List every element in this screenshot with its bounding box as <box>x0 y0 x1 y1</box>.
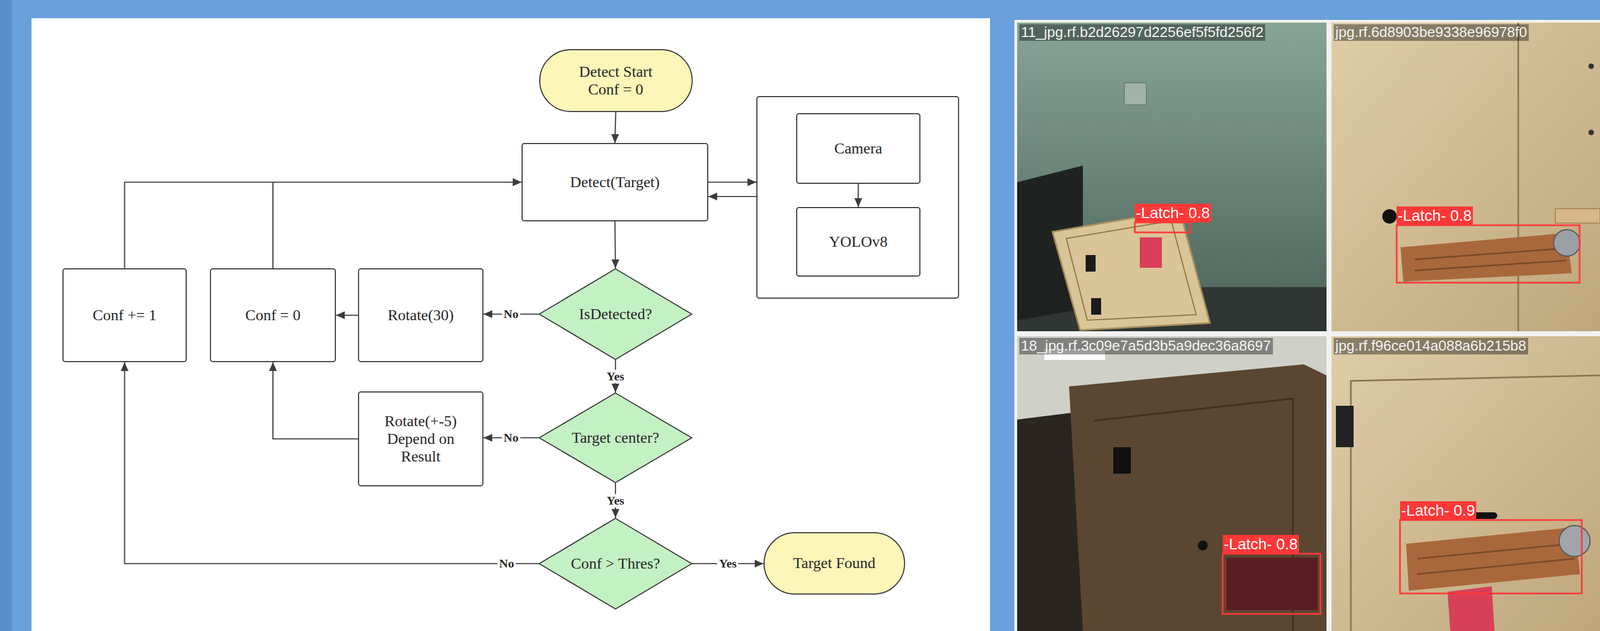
process-box: Conf += 1 <box>62 268 187 363</box>
process-box: Camera <box>796 113 921 184</box>
detection-label: -Latch- 0.8 <box>1134 203 1212 223</box>
dowel-grain <box>1414 248 1564 260</box>
knob <box>1382 209 1397 224</box>
detection-box <box>1134 222 1191 233</box>
file-name: 11_jpg.rf.b2d26297d2256ef5f5fd256f2 <box>1019 24 1266 41</box>
hinge <box>1091 298 1102 315</box>
photo-background <box>1017 336 1327 631</box>
node-text: Camera <box>834 139 883 158</box>
hinge <box>1335 406 1354 448</box>
node-text: Detect(Target) <box>570 173 660 192</box>
photo-tile <box>1331 22 1600 332</box>
decision-diamond: Target center? <box>538 392 693 484</box>
process-box: Rotate(+-5) Depend on Result <box>358 391 484 487</box>
door-frame <box>1350 375 1600 631</box>
dowel <box>1406 527 1581 592</box>
flow-connector <box>335 314 359 317</box>
diamond-shape <box>539 393 692 483</box>
detection-label: -Latch- 0.8 <box>1222 535 1299 555</box>
edge-label: Yes <box>717 557 739 571</box>
file-name: jpg.rf.f96ce014a088a6b215b8 <box>1333 338 1529 355</box>
node-text: Conf = 0 <box>245 306 301 325</box>
node-text: Conf > Thres? <box>570 555 660 573</box>
photo-frame <box>1014 19 1600 631</box>
flow-connector <box>708 196 757 198</box>
node-text: IsDetected? <box>579 305 652 324</box>
file-name: jpg.rf.6d8903be9338e96978f0 <box>1333 24 1529 41</box>
node-text: Conf += 1 <box>92 306 157 325</box>
metal-knob <box>1559 525 1591 557</box>
hinge <box>1113 447 1131 475</box>
metal-knob <box>1553 229 1581 257</box>
process-box: Conf = 0 <box>209 268 336 363</box>
photo-background <box>1017 22 1327 332</box>
red-marker <box>1139 237 1162 268</box>
file-name: 18_jpg.rf.3c09e7a5d3b5a9dec36a8697 <box>1019 338 1273 355</box>
screw <box>1588 129 1594 136</box>
dowel <box>1400 233 1572 282</box>
node-text: Rotate(+-5) Depend on Result <box>376 412 466 467</box>
detection-box <box>1396 225 1580 283</box>
hinge <box>1085 255 1096 272</box>
flow-connector <box>272 182 522 269</box>
door-edge <box>1517 22 1520 332</box>
node-text: Detect Start Conf = 0 <box>568 62 663 99</box>
terminal-shape <box>764 533 905 595</box>
flow-connector <box>124 362 540 565</box>
door-panel <box>1052 209 1210 331</box>
edge-label: No <box>502 431 521 445</box>
photo-background <box>1331 22 1600 332</box>
edge-label: No <box>502 307 521 321</box>
flow-connector <box>857 183 859 208</box>
diamond-shape <box>539 518 692 610</box>
decision-diamond: IsDetected? <box>538 268 693 361</box>
door-frame <box>1066 220 1197 321</box>
node-text: Target center? <box>571 429 660 447</box>
edge-label: Yes <box>604 493 626 508</box>
red-marker <box>1226 558 1318 611</box>
terminal-node: Detect Start Conf = 0 <box>539 49 693 113</box>
photo-tile <box>1017 336 1327 631</box>
flow-connector <box>272 362 359 440</box>
photo-background <box>1331 336 1600 631</box>
detection-box <box>1400 520 1582 594</box>
group-box: CameraYOLOv8 <box>756 96 960 299</box>
node-text: Target Found <box>792 554 876 573</box>
photo-tile <box>1331 336 1600 631</box>
process-box: Detect(Target) <box>521 143 709 222</box>
dowel-grain <box>1414 260 1567 271</box>
side-strip <box>0 0 13 631</box>
process-box: YOLOv8 <box>796 207 921 277</box>
edge-label: No <box>497 557 517 571</box>
node-text: Rotate(30) <box>387 306 455 325</box>
dowel-grain <box>1417 559 1575 575</box>
detection-label: -Latch- 0.8 <box>1396 206 1473 226</box>
node-text: YOLOv8 <box>829 233 888 251</box>
flow-connector <box>614 221 616 269</box>
screw <box>1588 63 1594 70</box>
flow-connector <box>124 182 523 269</box>
decision-diamond: Conf > Thres? <box>538 518 693 610</box>
wood-block <box>1555 208 1600 224</box>
detection-box <box>1222 554 1321 615</box>
photo-tile <box>1017 22 1327 332</box>
door-panel <box>1069 364 1327 631</box>
wall-plate <box>1124 82 1147 105</box>
flow-connector <box>708 181 757 183</box>
diamond-shape <box>539 269 692 360</box>
process-box: Rotate(30) <box>358 268 484 363</box>
terminal-node: Target Found <box>763 532 905 596</box>
dowel-grain <box>1417 544 1572 560</box>
knob <box>1197 540 1208 551</box>
flow-connector <box>614 112 616 144</box>
terminal-shape <box>539 49 693 112</box>
detection-label: -Latch- 0.9 <box>1400 501 1477 521</box>
edge-label: Yes <box>604 369 626 383</box>
